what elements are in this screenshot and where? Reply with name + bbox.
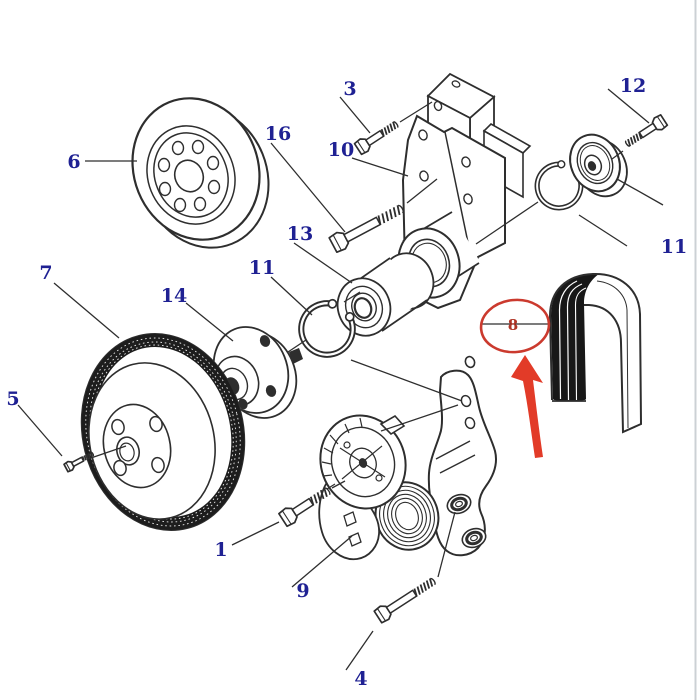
part-13-bearing-drawing (336, 252, 435, 337)
callout-4: 4 (354, 668, 367, 690)
part-9-tensioner-drawing (318, 414, 440, 561)
callout-7: 7 (39, 262, 52, 284)
part-6-pulley-drawing (131, 97, 270, 249)
part-8-belt-drawing (548, 272, 643, 434)
callout-8-highlighted: 8 (508, 316, 518, 334)
callout-14: 14 (161, 285, 187, 307)
callout-3: 3 (343, 78, 356, 100)
callout-1: 1 (214, 539, 227, 561)
callout-5: 5 (6, 388, 19, 410)
highlight-ellipse (479, 298, 551, 354)
callout-10: 10 (328, 139, 354, 161)
callout-12: 12 (620, 75, 646, 97)
idler-pulley-drawing (569, 133, 628, 198)
leader-lines (17, 88, 664, 671)
mount-bracket-drawing (427, 355, 497, 557)
part-3-bolt-drawing (353, 117, 402, 156)
callout-6: 6 (67, 151, 80, 173)
callout-11-right: 11 (661, 236, 687, 258)
callout-13: 13 (287, 223, 313, 245)
highlight-arrow (511, 355, 543, 458)
callout-9: 9 (296, 580, 309, 602)
part-10-bracket-drawing (397, 72, 532, 310)
part-7-pulley-drawing (80, 333, 246, 531)
callout-16: 16 (265, 123, 291, 145)
part-4-bolt-drawing (372, 573, 439, 625)
callout-11-middle: 11 (249, 257, 275, 279)
